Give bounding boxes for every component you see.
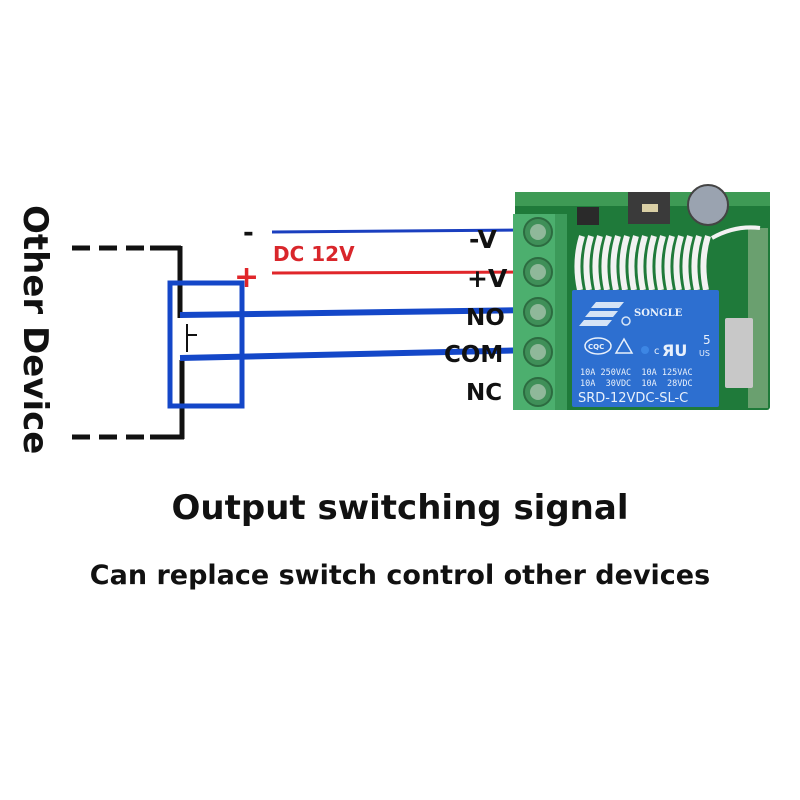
terminal-screw-head: [530, 304, 546, 320]
terminal-screw-head: [530, 224, 546, 240]
antenna-lead: [711, 225, 761, 240]
terminal-label-nc: NC: [466, 380, 502, 406]
caption-subtitle: Can replace switch control other devices: [89, 560, 711, 591]
smd-component: [577, 207, 599, 225]
antenna-coil-turn: [592, 235, 603, 291]
antenna-coil-turn: [637, 235, 648, 291]
terminal-screw-head: [530, 344, 546, 360]
switch-box: [167, 280, 245, 409]
pushbutton-cap: [642, 204, 658, 212]
wire-com: [179, 347, 537, 361]
ul-logo-icon: ЯU: [662, 341, 687, 360]
terminal-screws: [523, 217, 553, 407]
antenna-coil-turn: [583, 235, 594, 291]
terminal-screw-head: [530, 264, 546, 280]
capacitor-icon: [687, 184, 729, 226]
antenna-coil-turn: [664, 235, 675, 291]
antenna-coil-turn: [691, 235, 702, 291]
antenna-coil-turn: [646, 235, 657, 291]
device-leads: [72, 245, 197, 440]
antenna-coil-turn: [619, 235, 630, 291]
relay-dot: [641, 346, 649, 354]
triangle-cert-icon: [614, 337, 634, 354]
plus-symbol: +: [234, 260, 259, 295]
antenna-coil-turn: [574, 235, 585, 291]
dc-voltage-label: DC 12V: [273, 242, 355, 266]
antenna-coil-turn: [682, 235, 693, 291]
antenna-coil-icon: [574, 235, 711, 291]
antenna-coil-turn: [601, 235, 612, 291]
cert-c: c: [654, 346, 660, 357]
wire-plus-v: [271, 270, 533, 275]
terminal-screw-head: [530, 384, 546, 400]
svg-text:CQC: CQC: [588, 343, 604, 351]
device-label: Other Device: [15, 205, 55, 454]
songle-logo-icon: [579, 302, 631, 326]
terminal-label-com: COM: [444, 342, 503, 368]
terminal-label-no: NO: [466, 305, 505, 331]
terminal-label-minus-v: -V: [469, 225, 498, 254]
antenna-coil-turn: [673, 235, 684, 291]
antenna-coil-turn: [610, 235, 621, 291]
wire-minus-v: [271, 228, 529, 234]
relay-rating-1: 10A 250VAC 10A 125VAC: [580, 368, 693, 378]
terminal-block-side: [555, 214, 567, 410]
antenna-coil-turn: [628, 235, 639, 291]
relay-brand: SONGLE: [634, 308, 683, 319]
caption-title: Output switching signal: [171, 488, 629, 528]
relay-model: SRD-12VDC-SL-C: [578, 391, 688, 406]
wire-no: [179, 307, 537, 318]
terminal-label-plus-v: +V: [467, 264, 508, 293]
antenna-coil-turn: [655, 235, 666, 291]
relay-module: SONGLE CQC c ЯU 5 US 10A 250VAC 10A 125V…: [513, 184, 770, 410]
minus-symbol: -: [243, 218, 254, 248]
wires: [179, 228, 537, 361]
cert-us: US: [699, 349, 710, 358]
cqc-logo-icon: CQC: [584, 337, 612, 355]
rf-module-crystal: [725, 318, 753, 388]
antenna-coil-turn: [700, 235, 711, 291]
cert-5: 5: [703, 333, 711, 347]
relay-rating-2: 10A 30VDC 10A 28VDC: [580, 379, 693, 389]
